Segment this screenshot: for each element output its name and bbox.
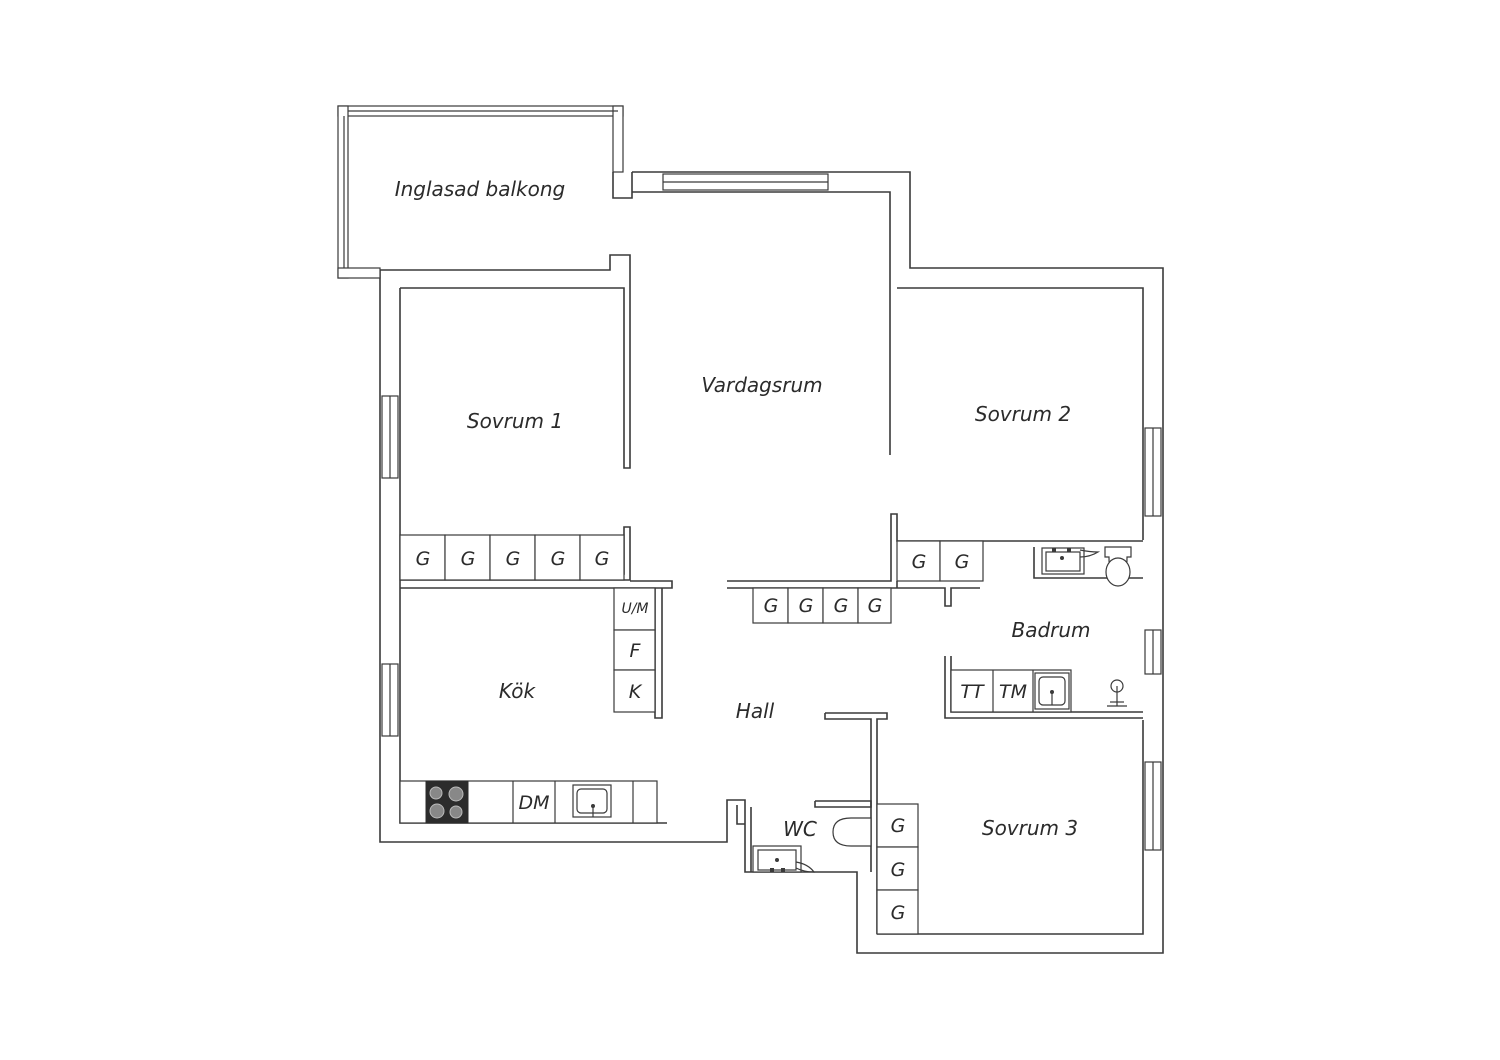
balcony-label: Inglasad balkong	[395, 177, 566, 201]
wardrobes-bedroom2	[896, 540, 984, 582]
wardrobe-label: G	[891, 859, 906, 881]
fridge-freezer-label: U/M	[621, 601, 648, 617]
wc-toilet-icon	[832, 817, 872, 847]
dryer-label: TT	[960, 681, 985, 703]
kitchen-tall-units	[613, 587, 656, 713]
washer-label: TM	[999, 681, 1027, 703]
wardrobe-label: G	[912, 551, 927, 573]
hall-label: Hall	[736, 699, 775, 723]
wardrobe-label: G	[551, 548, 566, 570]
bathroom-label: Badrum	[1011, 618, 1090, 642]
sink-icon	[572, 784, 612, 818]
freezer-label: K	[629, 681, 643, 703]
wc-label: WC	[783, 817, 817, 841]
wardrobe-label: G	[764, 595, 779, 617]
bathroom-fixtures	[950, 546, 1132, 713]
living-room-label: Vardagsrum	[701, 373, 822, 397]
dishwasher-label: DM	[518, 792, 549, 814]
shower-icon	[1107, 679, 1127, 707]
wardrobe-label: G	[799, 595, 814, 617]
bedroom1-label: Sovrum 1	[467, 409, 563, 433]
toilet-icon	[1104, 546, 1132, 587]
wardrobes-bedroom3	[876, 803, 919, 935]
wardrobe-label: G	[955, 551, 970, 573]
exterior-walls	[379, 171, 1164, 954]
wardrobe-label: G	[834, 595, 849, 617]
wardrobe-label: G	[506, 548, 521, 570]
wardrobe-label: G	[891, 815, 906, 837]
kitchen-label: Kök	[499, 679, 537, 703]
balcony-structure	[337, 105, 633, 469]
windows	[381, 173, 1162, 851]
wardrobes-hall	[752, 587, 892, 624]
wardrobe-label: G	[868, 595, 883, 617]
interior-walls	[400, 513, 1143, 934]
wardrobe-label: G	[595, 548, 610, 570]
kitchen-counter	[399, 780, 658, 824]
bedroom3-label: Sovrum 3	[982, 816, 1078, 840]
wardrobe-label: G	[461, 548, 476, 570]
wc-fixtures	[752, 817, 872, 873]
bedroom2-label: Sovrum 2	[975, 402, 1071, 426]
wardrobes-bedroom1	[399, 534, 625, 581]
wardrobe-label: G	[416, 548, 431, 570]
fridge-label: F	[630, 640, 642, 662]
wardrobe-label: G	[891, 902, 906, 924]
